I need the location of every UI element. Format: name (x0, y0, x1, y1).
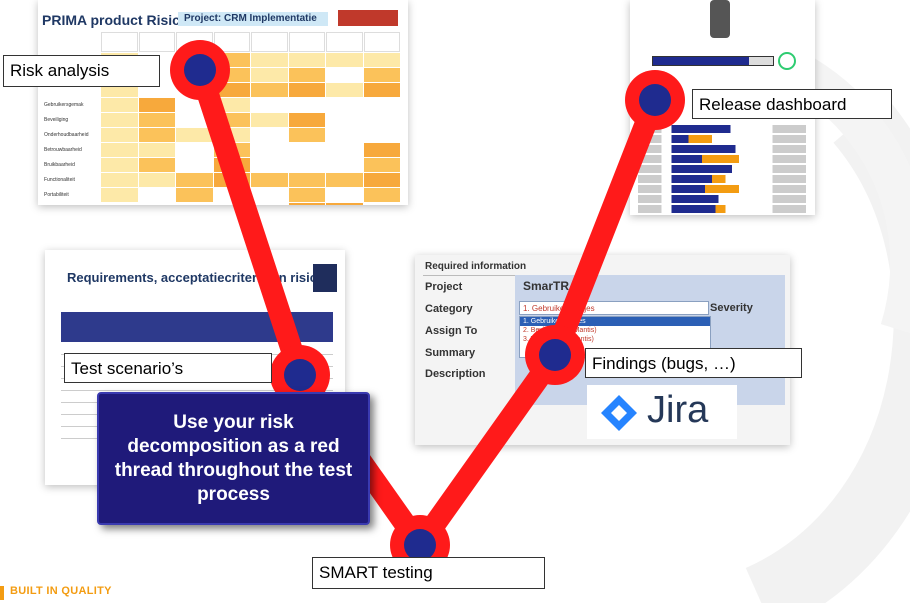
jira-logo: Jira (587, 385, 737, 439)
node-findings (525, 325, 585, 385)
test-scenarios-label: Test scenario’s (64, 353, 272, 383)
findings-label: Findings (bugs, …) (585, 348, 802, 378)
company-logo-icon (313, 264, 337, 292)
node-release-dashboard (625, 70, 685, 130)
red-thread-callout: Use your risk decomposition as a red thr… (97, 392, 370, 525)
jira-description-label: Description (425, 368, 486, 380)
brand-accent-bar (0, 586, 4, 600)
brand-footer: BUILT IN QUALITY (0, 583, 240, 603)
traffic-light-icon (710, 0, 730, 38)
node-risk-analysis (170, 40, 230, 100)
jira-diamond-icon (601, 395, 637, 431)
jira-severity-label: Severity (710, 302, 753, 314)
jira-logo-text: Jira (647, 389, 709, 431)
smiley-icon (778, 52, 796, 70)
node-test-scenarios (270, 345, 330, 405)
matrix-project: Project: CRM Implementatie (178, 12, 328, 26)
jira-project-label: Project (425, 281, 463, 293)
release-dashboard-label: Release dashboard (692, 89, 892, 119)
matrix-logo (338, 10, 398, 26)
brand-text: BUILT IN QUALITY (10, 585, 112, 597)
dashboard-progress-bar (652, 56, 774, 66)
risk-analysis-label: Risk analysis (3, 55, 160, 87)
jira-project-value: SmarTRA (523, 279, 578, 293)
jira-category-label: Category (425, 303, 473, 315)
jira-summary-label: Summary (425, 347, 476, 359)
jira-form-header: Required information (425, 261, 527, 272)
jira-category-option[interactable]: 1. Gebruikersfoutjes (520, 317, 710, 326)
jira-assign-label: Assign To (425, 325, 478, 337)
smart-testing-label: SMART testing (312, 557, 545, 589)
